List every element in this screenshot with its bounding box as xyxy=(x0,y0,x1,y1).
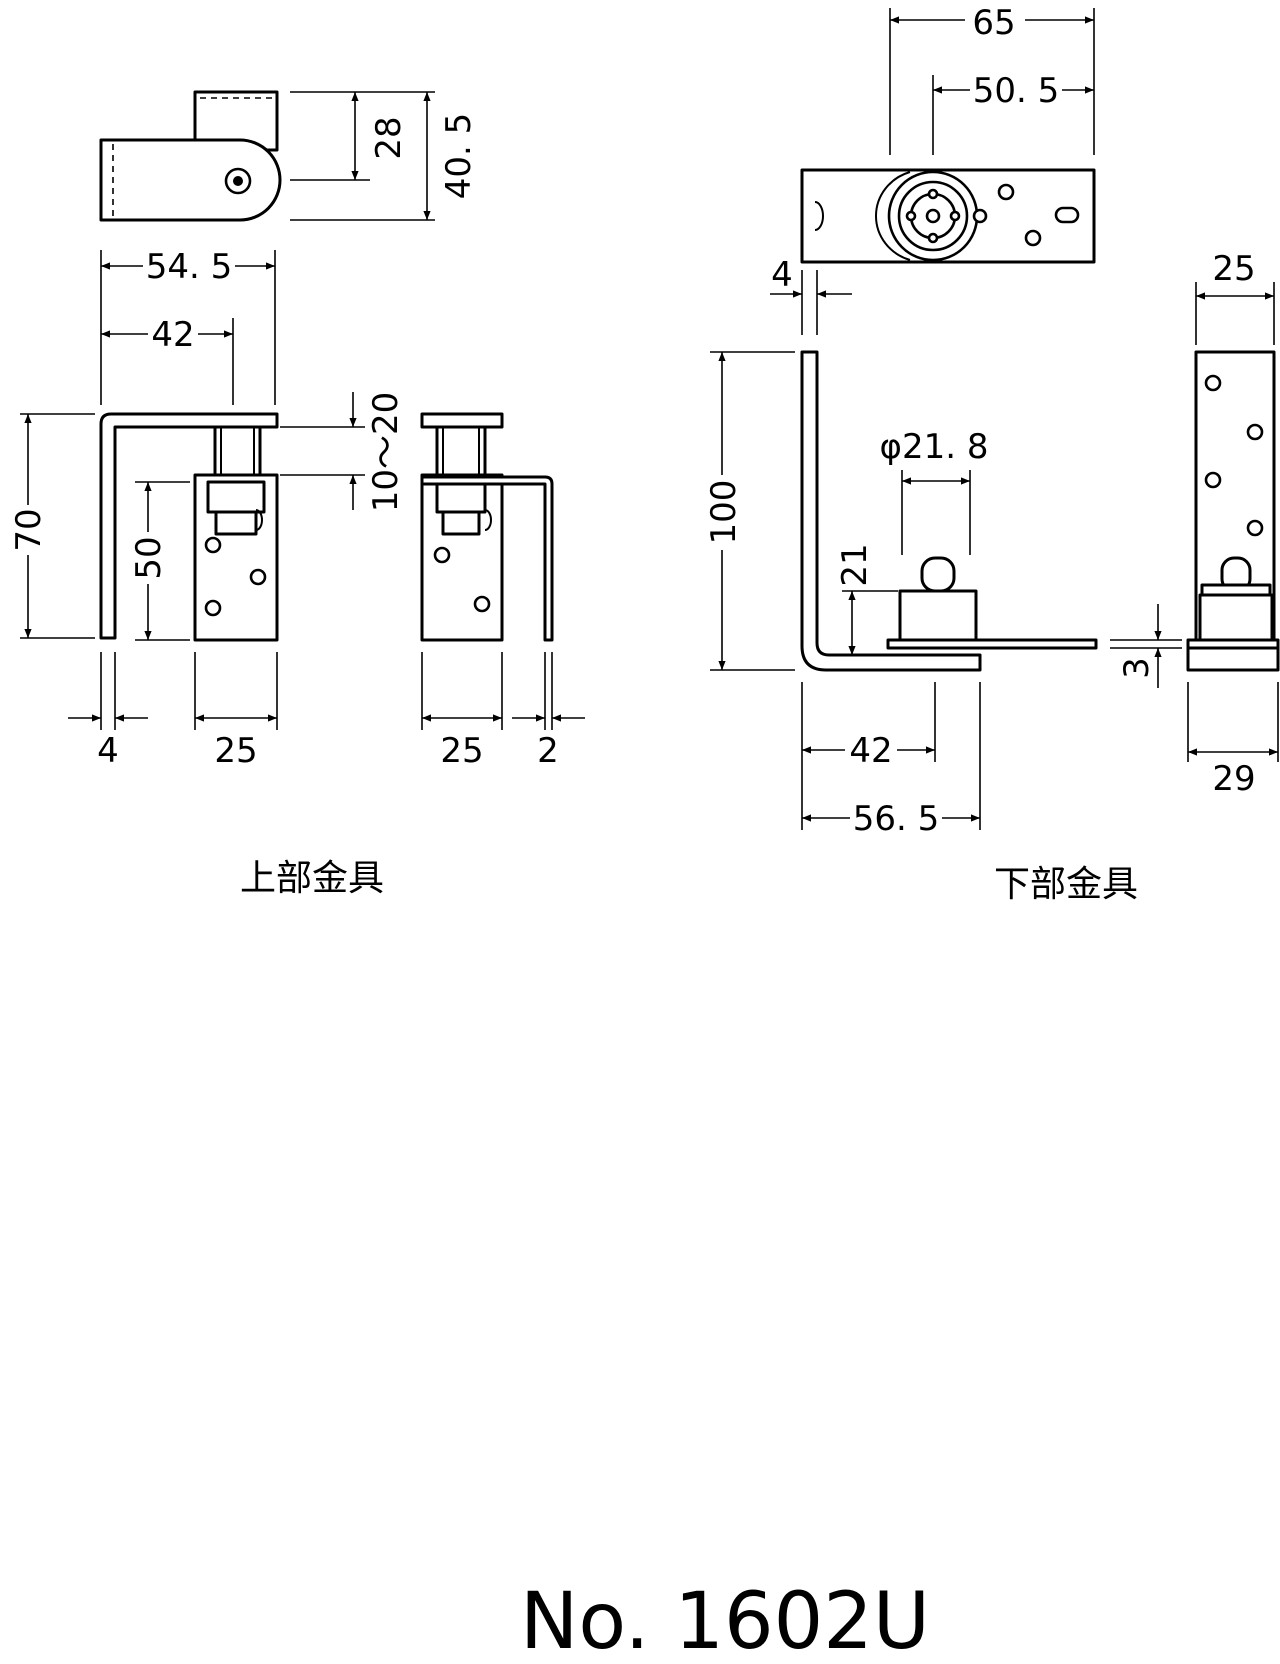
model-number: No. 1602U xyxy=(520,1577,930,1664)
dim-4-upper: 4 xyxy=(97,731,119,771)
dim-56-5: 56. 5 xyxy=(853,799,940,839)
dim-70: 70 xyxy=(9,508,49,551)
dim-54-5: 54. 5 xyxy=(146,247,233,287)
dim-4-lower: 4 xyxy=(771,255,793,295)
dim-65: 65 xyxy=(972,3,1015,43)
upper-fitting-caption: 上部金具 xyxy=(240,858,384,899)
upper-fitting-side-view: 25 2 xyxy=(420,412,585,771)
dim-10-20: 10～20 xyxy=(366,392,406,513)
dim-25-upper-side: 25 xyxy=(440,731,483,771)
dim-42-upper: 42 xyxy=(151,315,194,355)
dim-21: 21 xyxy=(835,543,875,586)
dim-40-5: 40. 5 xyxy=(439,113,479,200)
dim-29: 29 xyxy=(1212,759,1255,799)
dim-2: 2 xyxy=(537,731,559,771)
dim-100: 100 xyxy=(704,480,744,545)
dim-diameter: φ21. 8 xyxy=(880,427,989,467)
dim-42-lower: 42 xyxy=(849,731,892,771)
upper-fitting-front-view: 54. 5 42 70 50 10～20 xyxy=(9,246,406,771)
lower-fitting-top-view: 65 50. 5 4 xyxy=(770,2,1096,335)
lower-fitting-caption: 下部金具 xyxy=(994,864,1138,905)
dim-25-upper-front: 25 xyxy=(214,731,257,771)
lower-fitting-front-view: φ21. 8 100 21 42 56. 5 xyxy=(704,350,1098,839)
dim-50-5: 50. 5 xyxy=(973,71,1060,111)
upper-fitting-top-view: 28 40. 5 xyxy=(99,90,479,222)
dim-28: 28 xyxy=(369,116,409,159)
dim-3: 3 xyxy=(1117,657,1157,679)
dim-50: 50 xyxy=(129,536,169,579)
lower-fitting-side-view: 25 3 29 xyxy=(1110,249,1280,799)
dim-25-lower: 25 xyxy=(1212,249,1255,289)
